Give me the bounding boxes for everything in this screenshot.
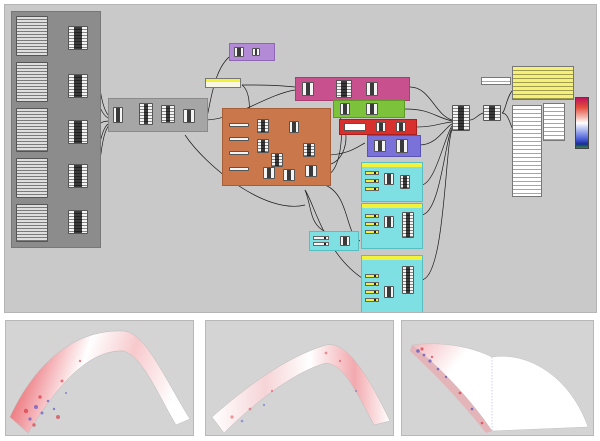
red-component-2[interactable] [396, 122, 406, 132]
cyan-1-component-1[interactable] [384, 173, 394, 185]
pink-group[interactable] [295, 77, 410, 101]
orange-slider-1[interactable] [229, 123, 249, 127]
orange-slider-4[interactable] [229, 167, 249, 171]
cyan-group-3[interactable] [361, 255, 423, 312]
cyan-group-1[interactable] [361, 162, 423, 202]
pink-component-1[interactable] [302, 82, 314, 96]
green-group[interactable] [333, 100, 405, 118]
orange-component-6[interactable] [303, 143, 315, 157]
process-component-1[interactable] [113, 107, 123, 123]
grasshopper-canvas[interactable] [4, 4, 597, 313]
orange-component-5[interactable] [289, 121, 299, 133]
orange-component-4[interactable] [283, 169, 295, 181]
center-gray-group[interactable] [108, 98, 208, 132]
cyan-small-slider-1[interactable] [313, 236, 329, 240]
cyan-group-2[interactable] [361, 203, 423, 249]
merge-component-1[interactable] [68, 26, 88, 50]
arch-surface-left [9, 330, 191, 434]
value-panel[interactable] [543, 103, 565, 141]
arch-surface-center [211, 344, 391, 434]
pink-component-2[interactable] [336, 80, 352, 98]
blue-component-1[interactable] [374, 140, 386, 152]
output-component[interactable] [483, 105, 501, 121]
cyan-2-slider-1[interactable] [365, 214, 379, 218]
orange-slider-3[interactable] [229, 151, 249, 155]
orange-component-8[interactable] [263, 167, 275, 179]
orange-component-2[interactable] [257, 139, 269, 153]
purple-group[interactable] [229, 43, 275, 61]
viewport-center[interactable] [205, 320, 394, 436]
process-component-4[interactable] [183, 109, 195, 123]
red-component-1[interactable] [376, 122, 386, 132]
cyan-2-slider-2[interactable] [365, 222, 379, 226]
pink-component-3[interactable] [366, 82, 378, 96]
viewport-left[interactable] [5, 320, 194, 436]
note-panel[interactable] [205, 78, 241, 88]
orange-slider-2[interactable] [229, 137, 249, 141]
cyan-2-component-1[interactable] [384, 216, 394, 228]
input-cluster-4[interactable] [16, 158, 48, 198]
merge-component-2[interactable] [68, 74, 88, 98]
cyan-3-slider-4[interactable] [365, 298, 379, 302]
cyan-1-slider-2[interactable] [365, 179, 379, 183]
input-cluster-2[interactable] [16, 62, 48, 102]
red-input[interactable] [344, 123, 366, 131]
cyan-1-slider-3[interactable] [365, 187, 379, 191]
orange-component-7[interactable] [305, 165, 317, 177]
left-input-group[interactable] [11, 11, 101, 248]
cyan-3-slider-1[interactable] [365, 274, 379, 278]
cyan-2-slider-3[interactable] [365, 230, 379, 234]
info-panel[interactable] [512, 66, 574, 100]
red-group[interactable] [339, 119, 417, 135]
cyan-2-component-2[interactable] [402, 212, 414, 238]
cyan-small-component[interactable] [340, 236, 350, 246]
process-component-3[interactable] [161, 105, 175, 123]
arch-surface-right [410, 343, 589, 433]
green-component-1[interactable] [340, 103, 350, 115]
cyan-3-slider-2[interactable] [365, 282, 379, 286]
viewport-right[interactable] [401, 320, 594, 436]
cyan-small-slider-2[interactable] [313, 242, 329, 246]
cyan-1-slider-1[interactable] [365, 171, 379, 175]
purple-component[interactable] [234, 47, 244, 57]
green-component-2[interactable] [366, 103, 378, 115]
input-cluster-3[interactable] [16, 108, 48, 152]
blue-group[interactable] [367, 135, 421, 157]
input-cluster-5[interactable] [16, 204, 48, 242]
header-panel[interactable] [481, 77, 511, 85]
purple-output[interactable] [252, 48, 260, 56]
orange-component-3[interactable] [271, 153, 283, 167]
merge-component-4[interactable] [68, 164, 88, 188]
cyan-3-component-1[interactable] [384, 286, 394, 298]
cyan-3-component-2[interactable] [402, 266, 414, 294]
merge-results-component[interactable] [452, 105, 470, 131]
merge-component-3[interactable] [68, 120, 88, 144]
process-component-2[interactable] [139, 103, 153, 125]
input-cluster-1[interactable] [16, 16, 48, 56]
orange-group[interactable] [222, 108, 331, 186]
orange-component-1[interactable] [257, 119, 269, 133]
color-legend-bar [575, 97, 589, 149]
blue-component-2[interactable] [396, 139, 408, 153]
cyan-small-group[interactable] [309, 231, 359, 251]
cyan-1-component-2[interactable] [400, 175, 410, 189]
data-list-panel[interactable] [512, 105, 542, 197]
merge-component-5[interactable] [68, 210, 88, 234]
cyan-3-slider-3[interactable] [365, 290, 379, 294]
